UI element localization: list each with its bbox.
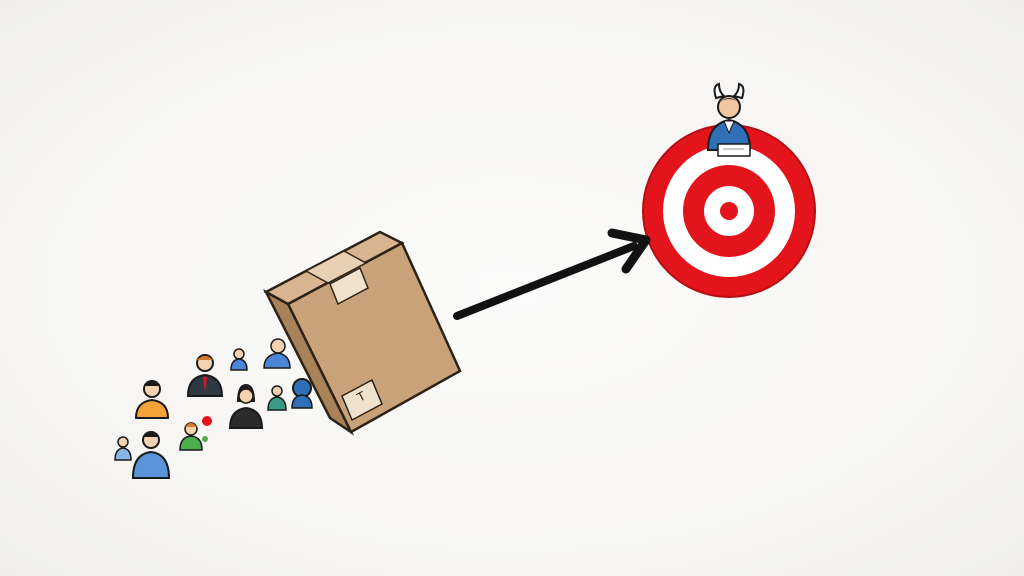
person-icon [114,436,132,461]
arrow-right-icon [453,228,651,320]
person-icon [179,422,203,451]
dot-icon [202,416,212,426]
horned-person-icon [706,82,752,157]
person-icon [267,385,287,411]
dot-icon [202,436,208,442]
person-icon [291,378,313,409]
crowd [114,338,313,479]
person-icon [228,384,264,429]
person-icon [263,338,291,369]
cardboard-box-icon: T [263,230,462,436]
person-icon [134,380,170,419]
person-icon [186,354,224,397]
person-icon [131,431,171,479]
person-icon [230,348,248,371]
bullseye-target-icon [642,124,816,298]
